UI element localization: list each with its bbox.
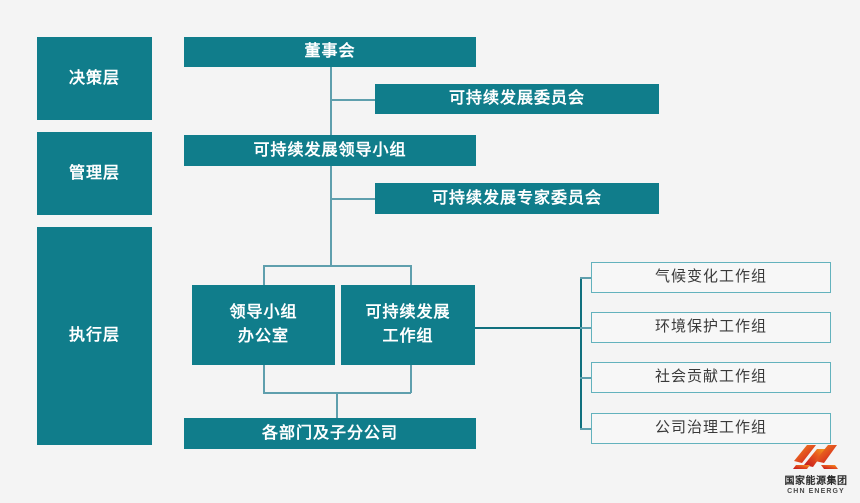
node-sustainability-leading-group-label: 可持续发展领导小组 <box>253 141 407 159</box>
tier-label-management: 管理层 <box>37 132 152 215</box>
node-working-group-social-contribution[interactable]: 社会贡献工作组 <box>591 362 831 393</box>
chn-energy-emblem-icon <box>791 443 841 471</box>
tier-label-decision: 决策层 <box>37 37 152 120</box>
connector-merge-to-departments <box>336 392 338 418</box>
logo-name-cn: 国家能源集团 <box>784 476 848 487</box>
connector-workgroup-down <box>410 365 412 393</box>
connector-board-to-committee <box>330 99 375 101</box>
connector-branch-environment <box>580 327 593 329</box>
node-leading-group-office-label-line1: 领导小组 <box>229 304 298 321</box>
connector-workgroup-to-trunk <box>475 327 591 329</box>
node-working-group-corporate-governance-label: 公司治理工作组 <box>654 419 767 437</box>
node-board-of-directors-label: 董事会 <box>304 43 356 60</box>
node-departments-subsidiaries[interactable]: 各部门及子分公司 <box>184 418 476 449</box>
node-sustainability-working-group-label-line2: 工作组 <box>382 328 434 345</box>
node-departments-subsidiaries-label: 各部门及子分公司 <box>261 424 398 442</box>
connector-office-down <box>263 365 265 393</box>
node-working-group-environmental-protection[interactable]: 环境保护工作组 <box>591 312 831 343</box>
tier-label-management-text: 管理层 <box>68 164 120 182</box>
company-logo: 国家能源集团 CHN ENERGY <box>776 443 856 499</box>
tier-label-decision-text: 决策层 <box>68 69 120 87</box>
connector-leading-group-to-expert <box>330 198 375 200</box>
node-sustainability-expert-committee[interactable]: 可持续发展专家委员会 <box>375 183 659 214</box>
node-sustainability-expert-committee-label: 可持续发展专家委员会 <box>431 189 602 207</box>
node-sustainability-leading-group[interactable]: 可持续发展领导小组 <box>184 135 476 166</box>
connector-leading-group-trunk <box>330 166 332 266</box>
connector-execution-right-drop <box>410 265 412 285</box>
node-sustainability-working-group[interactable]: 可持续发展 工作组 <box>341 285 475 365</box>
node-leading-group-office-label-line2: 办公室 <box>237 328 289 345</box>
node-sustainability-committee-label: 可持续发展委员会 <box>448 90 585 107</box>
node-sustainability-committee[interactable]: 可持续发展委员会 <box>375 84 659 114</box>
connector-branch-social <box>580 377 593 379</box>
tier-label-execution: 执行层 <box>37 227 152 445</box>
node-leading-group-office[interactable]: 领导小组 办公室 <box>192 285 335 365</box>
connector-branch-climate <box>580 277 593 279</box>
logo-name-en: CHN ENERGY <box>787 488 845 495</box>
connector-board-trunk <box>330 66 332 156</box>
node-working-group-climate-change-label: 气候变化工作组 <box>654 268 767 286</box>
node-board-of-directors[interactable]: 董事会 <box>184 37 476 67</box>
node-sustainability-working-group-label-line1: 可持续发展 <box>365 304 451 321</box>
connector-execution-left-drop <box>263 265 265 285</box>
node-working-group-environmental-protection-label: 环境保护工作组 <box>654 318 767 336</box>
connector-branch-governance <box>580 428 593 430</box>
node-working-group-climate-change[interactable]: 气候变化工作组 <box>591 262 831 293</box>
connector-working-groups-trunk <box>580 277 582 428</box>
connector-execution-split-bar <box>263 265 411 267</box>
node-working-group-corporate-governance[interactable]: 公司治理工作组 <box>591 413 831 444</box>
node-working-group-social-contribution-label: 社会贡献工作组 <box>654 368 767 386</box>
tier-label-execution-text: 执行层 <box>68 327 120 344</box>
